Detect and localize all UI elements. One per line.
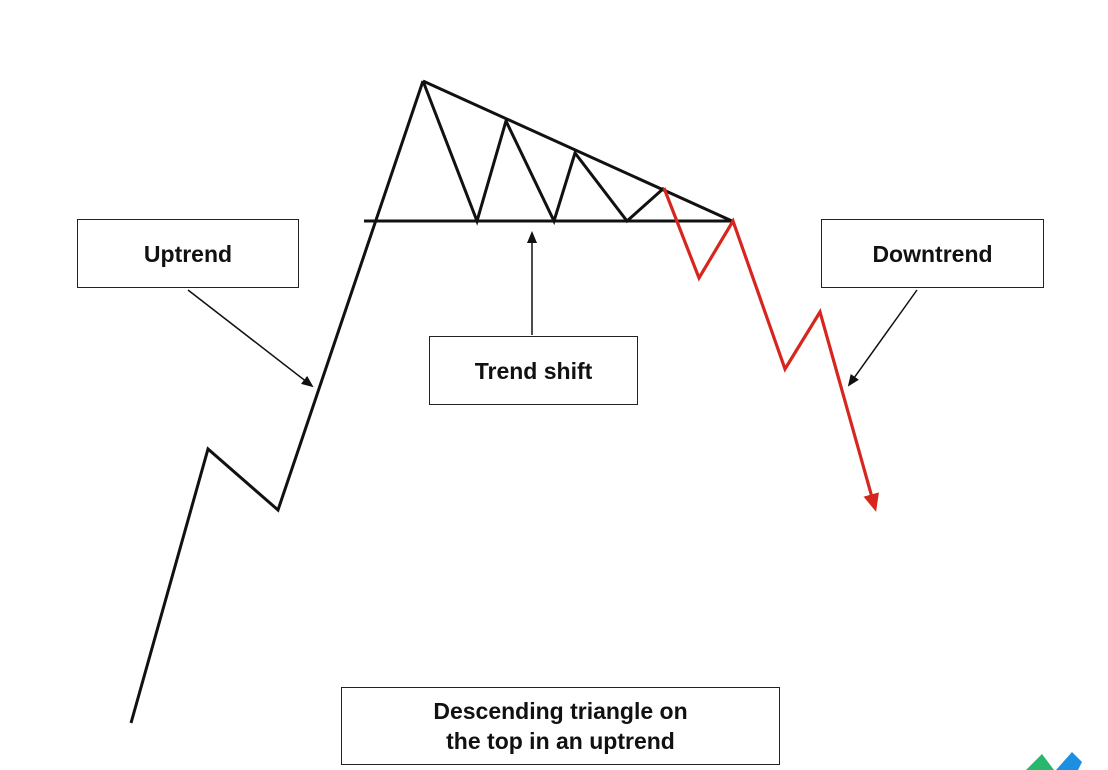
trend-shift-label: Trend shift [429, 336, 638, 405]
uptrend-label: Uptrend [77, 219, 299, 288]
downtrend-pointer-arrow [847, 289, 918, 387]
uptrend-line [129, 80, 425, 724]
caption-line-1: Descending triangle on [433, 698, 688, 724]
triangle-zigzag [421, 80, 665, 226]
uptrend-pointer-arrow [187, 289, 314, 388]
downtrend-label-text: Downtrend [872, 240, 993, 267]
caption-line-2: the top in an uptrend [446, 728, 675, 754]
breakdown-line [662, 187, 879, 512]
trend-shift-label-text: Trend shift [474, 357, 593, 384]
triangle-upper-trendline [422, 79, 733, 223]
diagram-caption: Descending triangle on the top in an upt… [341, 687, 780, 765]
uptrend-label-text: Uptrend [143, 240, 233, 267]
brand-logo-icon [1026, 752, 1082, 770]
downtrend-label: Downtrend [821, 219, 1044, 288]
